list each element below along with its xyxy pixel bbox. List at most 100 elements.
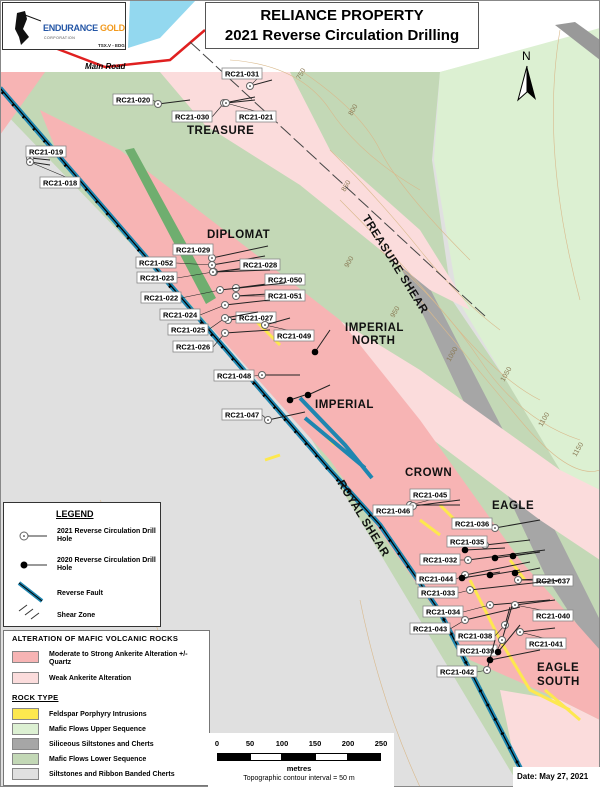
drill-hole-label: RC21-047 xyxy=(225,411,259,420)
drill-hole-2021[interactable]: RC21-029 xyxy=(172,243,269,262)
contour-label: 750 xyxy=(296,67,308,81)
drill-hole-2021[interactable]: RC21-018 xyxy=(26,158,81,189)
drill-hole-2021[interactable]: RC21-047 xyxy=(221,408,306,424)
drill-hole-2021[interactable]: RC21-033 xyxy=(417,579,561,599)
drill-hole-label: RC21-051 xyxy=(268,292,302,301)
label-lower: Mafic Flows Lower Sequence xyxy=(49,756,147,763)
drill-hole-2021[interactable]: RC21-035 xyxy=(446,535,531,549)
label-weak: Weak Ankerite Alteration xyxy=(49,675,132,682)
label-porphyry: Feldspar Porphyry Intrusions xyxy=(49,711,147,718)
label-siltstone: Siltstones and Ribbon Banded Cherts xyxy=(49,771,175,778)
drill-hole-2021[interactable]: RC21-032 xyxy=(419,549,546,566)
drill-hole-2021[interactable]: RC21-048 xyxy=(213,369,300,382)
drill-hole-2020[interactable] xyxy=(311,329,331,356)
drill-hole-2020[interactable] xyxy=(494,624,521,656)
legend: LEGEND 2021 Reverse Circulation Drill Ho… xyxy=(3,502,161,627)
drill-hole-label: RC21-032 xyxy=(423,556,457,565)
scale-unit: metres xyxy=(286,764,312,773)
drill-hole-2021[interactable]: RC21-046 xyxy=(372,499,461,517)
drill-hole-2020[interactable] xyxy=(461,546,506,554)
drill-hole-2021[interactable]: RC21-021 xyxy=(222,99,277,123)
legend-2020-hole: 2020 Reverse Circulation Drill Hole xyxy=(57,557,156,572)
drill-hole-2021[interactable]: RC21-040 xyxy=(511,599,574,622)
drill-hole-label: RC21-040 xyxy=(536,612,570,621)
drill-hole-2021-icon xyxy=(19,531,47,541)
label-siliceous: Siliceous Siltstones and Cherts xyxy=(49,741,154,748)
drill-hole-label: RC21-035 xyxy=(450,538,484,547)
drill-hole-2021[interactable]: RC21-022 xyxy=(140,282,286,304)
label-upper: Mafic Flows Upper Sequence xyxy=(49,726,146,733)
logo-miner-icon xyxy=(15,11,41,45)
drill-hole-2021[interactable]: RC21-031 xyxy=(221,67,273,90)
north-arrow: N xyxy=(517,49,536,102)
contour-label: 850 xyxy=(341,179,353,193)
place-imperial: IMPERIAL xyxy=(315,399,374,411)
drill-hole-label: RC21-034 xyxy=(426,608,461,617)
drill-hole-2021[interactable]: RC21-049 xyxy=(261,317,315,342)
scale-tick: 50 xyxy=(245,739,255,748)
rock-legend: ALTERATION OF MAFIC VOLCANIC ROCKS Moder… xyxy=(3,630,210,786)
drill-hole-2020[interactable] xyxy=(486,649,541,664)
drill-hole-2021[interactable]: RC21-052 xyxy=(135,255,266,269)
drill-hole-label: RC21-029 xyxy=(176,246,210,255)
drill-hole-label: RC21-045 xyxy=(413,491,447,500)
drill-hole-2020[interactable] xyxy=(509,551,541,560)
drill-hole-2021[interactable]: RC21-036 xyxy=(451,517,541,532)
place-eagle: EAGLE xyxy=(492,500,534,512)
weak-alteration xyxy=(160,72,470,310)
scale-tick: 200 xyxy=(341,739,355,748)
alteration-title: ALTERATION OF MAFIC VOLCANIC ROCKS xyxy=(12,634,179,643)
title-line-2: 2021 Reverse Circulation Drilling xyxy=(224,27,460,44)
drill-hole-2020[interactable] xyxy=(304,384,331,399)
drill-hole-2021[interactable]: RC21-020 xyxy=(112,93,191,108)
contour-interval-note: Topographic contour interval = 50 m xyxy=(243,775,355,782)
siliceous-unit xyxy=(555,22,600,60)
drill-hole-label: RC21-050 xyxy=(268,276,302,285)
map-title: RELIANCE PROPERTY 2021 Reverse Circulati… xyxy=(205,2,479,49)
strong-alteration xyxy=(40,110,600,720)
legend-title: LEGEND xyxy=(56,509,94,519)
place-eagle-south-1: EAGLE xyxy=(537,662,579,674)
drill-hole-2021[interactable]: RC21-042 xyxy=(436,639,496,678)
place-imperial-north-1: IMPERIAL xyxy=(345,322,404,334)
place-crown: CROWN xyxy=(405,467,452,479)
logo-corporation: CORPORATION xyxy=(44,36,76,40)
drill-hole-2021[interactable]: RC21-041 xyxy=(516,627,567,650)
drill-hole-label: RC21-036 xyxy=(455,520,489,529)
drill-hole-2020[interactable] xyxy=(458,571,501,582)
drill-hole-label: RC21-024 xyxy=(163,311,198,320)
drill-hole-label: RC21-039 xyxy=(460,647,494,656)
logo-name-1: ENDURANCE xyxy=(43,23,98,33)
drill-hole-label: RC21-020 xyxy=(116,96,150,105)
drill-hole-2021[interactable]: RC21-025 xyxy=(167,311,259,336)
drill-hole-label: RC21-049 xyxy=(277,332,311,341)
swatch-porphyry xyxy=(12,708,39,720)
label-strong: Moderate to Strong Ankerite Alteration +… xyxy=(49,651,188,666)
drill-hole-2021[interactable]: RC21-026 xyxy=(172,329,271,353)
drill-hole-2020[interactable] xyxy=(511,567,541,577)
drill-hole-2021[interactable]: RC21-023 xyxy=(136,268,271,284)
drill-hole-2021[interactable]: RC21-034 xyxy=(422,599,551,618)
swatch-strong xyxy=(12,651,39,663)
drill-hole-2021[interactable]: RC21-039 xyxy=(456,605,513,657)
drill-hole-2021[interactable]: RC21-024 xyxy=(159,299,271,321)
drill-hole-2020[interactable] xyxy=(286,394,306,404)
swatch-lower xyxy=(12,753,39,765)
shear-zone-icon xyxy=(18,604,40,620)
drill-hole-label: RC21-021 xyxy=(239,113,273,122)
drill-hole-label: RC21-033 xyxy=(421,589,455,598)
main-road xyxy=(54,29,206,69)
drill-hole-label: RC21-038 xyxy=(458,632,492,641)
drill-hole-label: RC21-026 xyxy=(176,343,210,352)
drill-hole-label: RC21-052 xyxy=(139,259,173,268)
legend-reverse-fault: Reverse Fault xyxy=(57,590,103,597)
place-eagle-south-2: SOUTH xyxy=(537,676,580,688)
drill-hole-2021[interactable]: RC21-051 xyxy=(232,289,306,302)
swatch-upper xyxy=(12,723,39,735)
reverse-fault-icon xyxy=(17,581,44,603)
drill-hole-label: RC21-046 xyxy=(376,507,410,516)
drill-hole-label: RC21-022 xyxy=(144,294,178,303)
map-date: Date: May 27, 2021 xyxy=(513,767,600,787)
logo-name-2: GOLD xyxy=(100,23,125,33)
